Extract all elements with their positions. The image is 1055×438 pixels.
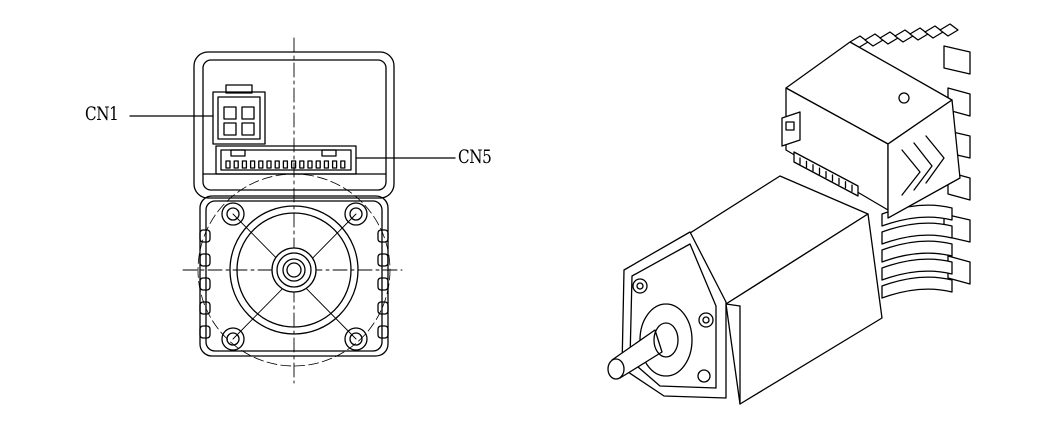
cn1-label: CN1: [85, 103, 119, 125]
iso-driver-box: [781, 41, 961, 219]
heat-sink-fin: [943, 45, 971, 75]
cn5-pin: [315, 160, 321, 169]
cn5-pin: [307, 160, 313, 169]
heat-sink-fin: [909, 27, 929, 41]
flange-fin: [377, 229, 389, 243]
cn5-pin: [241, 160, 248, 169]
heat-sink-fin: [924, 25, 944, 39]
cn5-connector: [215, 145, 357, 175]
flange-fin: [199, 229, 211, 243]
cn5-pin: [290, 160, 297, 169]
iso-fin: [881, 258, 953, 281]
flange-fin: [377, 325, 389, 339]
flange-fin: [199, 325, 211, 339]
cn5-pin: [299, 160, 305, 169]
cn5-pin: [323, 160, 330, 169]
heat-sink-fin: [894, 29, 914, 43]
flange-fin: [377, 301, 389, 315]
cn5-pin: [266, 160, 272, 169]
cn1-connector: [212, 84, 266, 145]
heat-sink-fin: [864, 33, 884, 47]
cn5-label: CN5: [458, 146, 492, 168]
iso-fin: [881, 240, 953, 263]
iso-motor-body: [607, 175, 883, 405]
flange-fin: [377, 253, 389, 267]
cn5-pin: [258, 160, 264, 169]
cn5-pin: [274, 160, 280, 169]
iso-fin: [881, 222, 953, 245]
cn5-pin: [225, 160, 231, 169]
cn5-pin: [249, 160, 256, 169]
cn5-pin: [340, 160, 346, 169]
heat-sink-fin: [879, 31, 899, 45]
heat-sink: [849, 23, 971, 299]
cn5-pin: [331, 160, 338, 169]
cn5-pin: [233, 160, 239, 169]
flange-fin: [199, 301, 211, 315]
heat-sink-fin: [939, 23, 959, 37]
motor-flange: [197, 173, 391, 367]
isometric-view: [607, 23, 971, 405]
flange-fin: [199, 253, 211, 267]
iso-fin: [881, 276, 953, 299]
front-view: [129, 37, 456, 384]
flange-fin: [199, 277, 211, 291]
flange-fin: [377, 277, 389, 291]
cn5-pin: [282, 160, 289, 169]
